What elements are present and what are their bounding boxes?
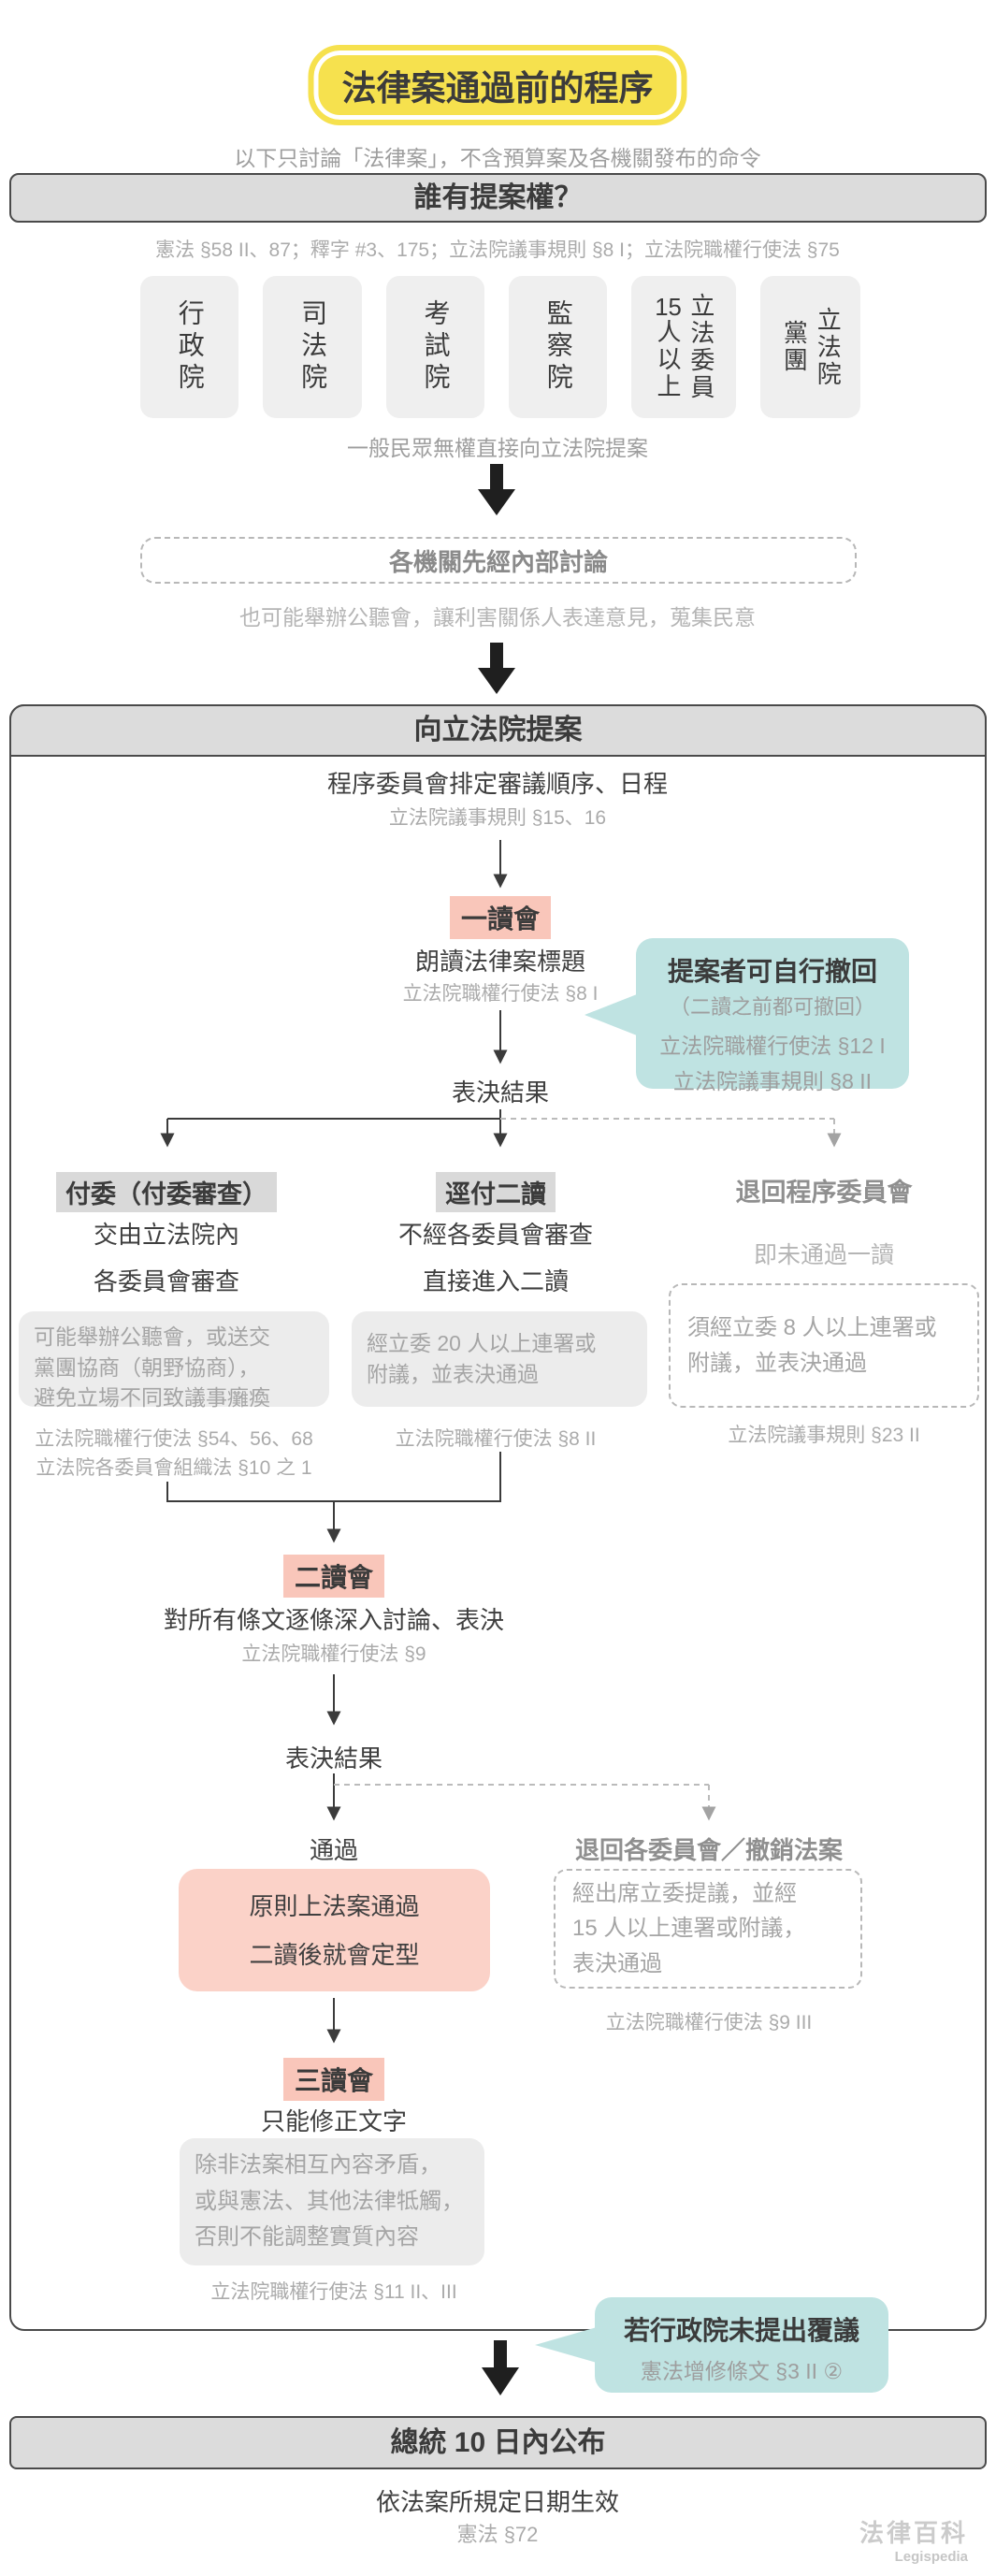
pass-box: 原則上法案通過 二讀後就會定型	[179, 1869, 490, 1991]
withdraw-callout-sub: （二讀之前都可撤回）	[669, 995, 875, 1019]
committee-heading: 付委（付委審查）	[56, 1172, 277, 1212]
who-note: 一般民眾無權直接向立法院提案	[347, 436, 648, 460]
second-reading-label: 二讀會	[282, 1555, 385, 1598]
proposer-15-legislators: 立法委員 15人以上	[631, 276, 736, 418]
withdraw-callout-title: 提案者可自行撤回	[667, 957, 877, 986]
first-reading-label: 一讀會	[449, 896, 552, 939]
committee-citation-1: 立法院職權行使法 §54、56、68	[35, 1428, 313, 1450]
third-reading-citation: 立法院職權行使法 §11 II、III	[210, 2281, 457, 2303]
proposer-boxes: 行政院 司法院 考試院 監察院 立法委員 15人以上 立法院 黨團	[140, 276, 860, 418]
return-committee-note-box: 經出席立委提議，並經 15 人以上連署或附議， 表決通過	[554, 1869, 862, 1989]
proposer-control-yuan: 監察院	[509, 276, 608, 418]
withdraw-callout-cite2: 立法院議事規則 §8 II	[672, 1069, 873, 1093]
return-committee-citation: 立法院職權行使法 §9 III	[605, 2012, 813, 2033]
schedule-step: 程序委員會排定審議順序、日程	[326, 770, 669, 798]
section-submit-header: 向立法院提案	[9, 704, 987, 757]
withdraw-callout-cite1: 立法院職權行使法 §12 I	[659, 1034, 886, 1058]
dashed-connectors	[334, 1118, 842, 1821]
section-who-header: 誰有提案權？	[9, 173, 987, 223]
direct-second-note-box: 經立委 20 人以上連署或 附議，並表決通過	[352, 1311, 647, 1407]
section-submit-box: 向立法院提案	[9, 704, 987, 2331]
no-veto-callout: 若行政院未提出覆議 憲法增修條文 §3 II ②	[535, 2297, 888, 2393]
vote-result-2: 表決結果	[284, 1744, 383, 1773]
return-procedure-sub: 即未通過一讀	[753, 1242, 895, 1268]
callout-tail-left	[535, 2327, 597, 2363]
page-subtitle: 以下只討論「法律案」，不含預算案及各機關發布的命令	[234, 146, 761, 170]
return-procedure-heading: 退回程序委員會	[735, 1179, 913, 1207]
president-promulgation-bar: 總統 10 日內公布	[9, 2416, 987, 2469]
third-reading-text: 只能修正文字	[260, 2107, 408, 2135]
brand-name-en: Legispedia	[894, 2549, 968, 2565]
brand-name-zh: 法律百科	[859, 2519, 968, 2547]
thin-arrows	[160, 840, 508, 2044]
return-committee-heading: 退回各委員會／撤銷法案	[574, 1836, 844, 1864]
first-reading-text: 朗讀法律案標題	[414, 948, 586, 976]
third-reading-label: 三讀會	[282, 2058, 385, 2101]
first-reading-citation: 立法院職權行使法 §8 I	[402, 983, 599, 1005]
return-procedure-citation: 立法院議事規則 §23 II	[728, 1425, 920, 1446]
internal-discussion-box: 各機關先經內部討論	[140, 537, 857, 584]
effective-date-citation: 憲法 §72	[456, 2523, 539, 2546]
effective-date-text: 依法案所規定日期生效	[375, 2488, 620, 2516]
vote-result-1: 表決結果	[451, 1078, 550, 1107]
committee-line1: 交由立法院內	[93, 1221, 240, 1249]
withdraw-callout: 提案者可自行撤回 （二讀之前都可撤回） 立法院職權行使法 §12 I 立法院議事…	[585, 938, 909, 1093]
schedule-citation: 立法院議事規則 §15、16	[388, 807, 607, 829]
second-reading-citation: 立法院職權行使法 §9	[241, 1643, 426, 1665]
proposer-examination-yuan: 考試院	[385, 276, 485, 418]
callout-tail-left	[585, 994, 637, 1035]
direct-second-line2: 直接進入二讀	[422, 1267, 570, 1295]
who-citation: 憲法 §58 II、87；釋字 #3、175；立法院議事規則 §8 I；立法院職…	[155, 239, 840, 261]
pass-label: 通過	[309, 1836, 359, 1864]
brand-watermark: 法律百科 Legispedia	[859, 2514, 968, 2565]
proposer-judicial-yuan: 司法院	[263, 276, 362, 418]
internal-discussion-note: 也可能舉辦公聽會，讓利害關係人表達意見，蒐集民意	[239, 605, 756, 630]
committee-citation-2: 立法院各委員會組織法 §10 之 1	[36, 1457, 312, 1479]
third-reading-note-box: 除非法案相互內容矛盾， 或與憲法、其他法律牴觸， 否則不能調整實質內容	[180, 2138, 484, 2265]
committee-line2: 各委員會審查	[93, 1267, 240, 1295]
thick-down-arrow	[478, 464, 519, 2395]
direct-second-line1: 不經各委員會審查	[397, 1221, 594, 1249]
no-veto-callout-cite: 憲法增修條文 §3 II ②	[640, 2359, 844, 2383]
proposer-executive-yuan: 行政院	[140, 276, 239, 418]
direct-second-citation: 立法院職權行使法 §8 II	[395, 1428, 597, 1450]
no-veto-callout-title: 若行政院未提出覆議	[623, 2316, 859, 2345]
proposer-party-caucus: 立法院 黨團	[759, 276, 860, 418]
committee-note-box: 可能舉辦公聽會，或送交 黨團協商（朝野協商）， 避免立場不同致議事癱瘓	[19, 1311, 329, 1410]
direct-second-heading: 逕付二讀	[436, 1172, 556, 1212]
second-reading-text: 對所有條文逐條深入討論、表決	[163, 1606, 505, 1634]
return-procedure-note-box: 須經立委 8 人以上連署或 附議，並表決通過	[669, 1283, 979, 1408]
page-title: 法律案通過前的程序	[308, 45, 687, 125]
